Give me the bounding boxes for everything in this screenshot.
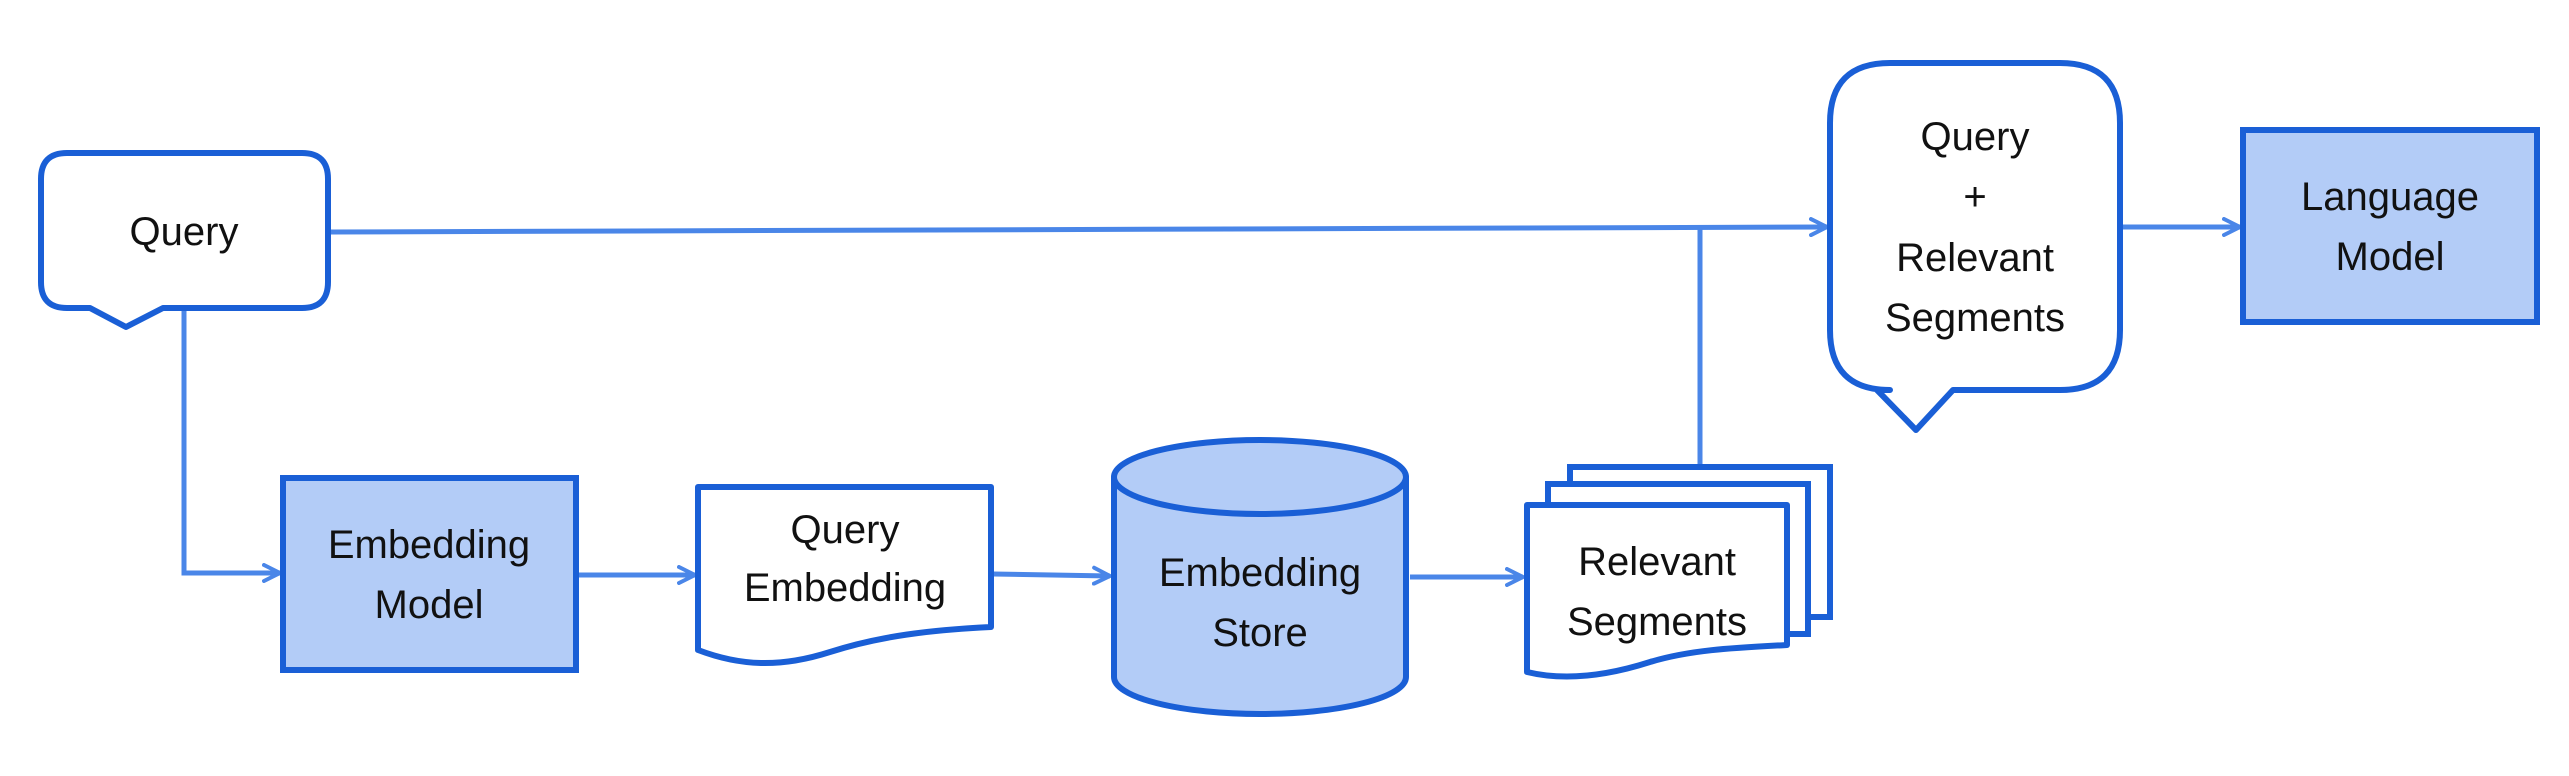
embedding-model-box: Embedding Model	[280, 475, 579, 673]
query-embedding-document: Query Embedding	[695, 484, 994, 666]
combined-bubble-label-line2: +	[1963, 175, 1986, 219]
combined-bubble: Query + Relevant Segments	[1827, 60, 2123, 433]
language-model-label-line1: Language	[2301, 175, 2479, 219]
relevant-segments-front-sheet	[1524, 502, 1790, 680]
query-embedding-shape	[695, 484, 994, 666]
language-model-shape	[2240, 127, 2540, 325]
arrow-query-to-combined	[330, 217, 1829, 238]
embedding-store-label-line1: Embedding	[1159, 551, 1361, 595]
relevant-segments-multidoc: Relevant Segments	[1524, 464, 1833, 680]
language-model-label-line2: Model	[2336, 235, 2445, 279]
combined-bubble-label-line4: Segments	[1885, 296, 2065, 340]
embedding-store-label-line2: Store	[1212, 611, 1308, 655]
query-bubble-label: Query	[130, 210, 239, 254]
connectors	[181, 217, 2242, 587]
embedding-store-cylinder: Embedding Store	[1111, 437, 1409, 717]
combined-bubble-shape	[1827, 60, 2123, 433]
embedding-store-body	[1111, 474, 1409, 717]
combined-bubble-label-line3: Relevant	[1896, 236, 2054, 280]
query-bubble-shape	[38, 150, 331, 330]
arrow-query-to-embedding-model	[181, 309, 282, 583]
language-model-box: Language Model	[2240, 127, 2540, 325]
embedding-model-label-line1: Embedding	[328, 523, 530, 567]
query-embedding-label-line1: Query	[791, 508, 900, 552]
relevant-segments-label-line2: Segments	[1567, 600, 1747, 644]
query-embedding-label-line2: Embedding	[744, 566, 946, 610]
embedding-model-shape	[280, 475, 579, 673]
relevant-segments-label-line1: Relevant	[1578, 540, 1736, 584]
query-bubble: Query	[38, 150, 331, 330]
embedding-model-label-line2: Model	[375, 583, 484, 627]
embedding-store-top	[1111, 437, 1409, 517]
combined-bubble-label-line1: Query	[1921, 115, 2030, 159]
arrow-query-embedding-to-store	[992, 565, 1112, 586]
